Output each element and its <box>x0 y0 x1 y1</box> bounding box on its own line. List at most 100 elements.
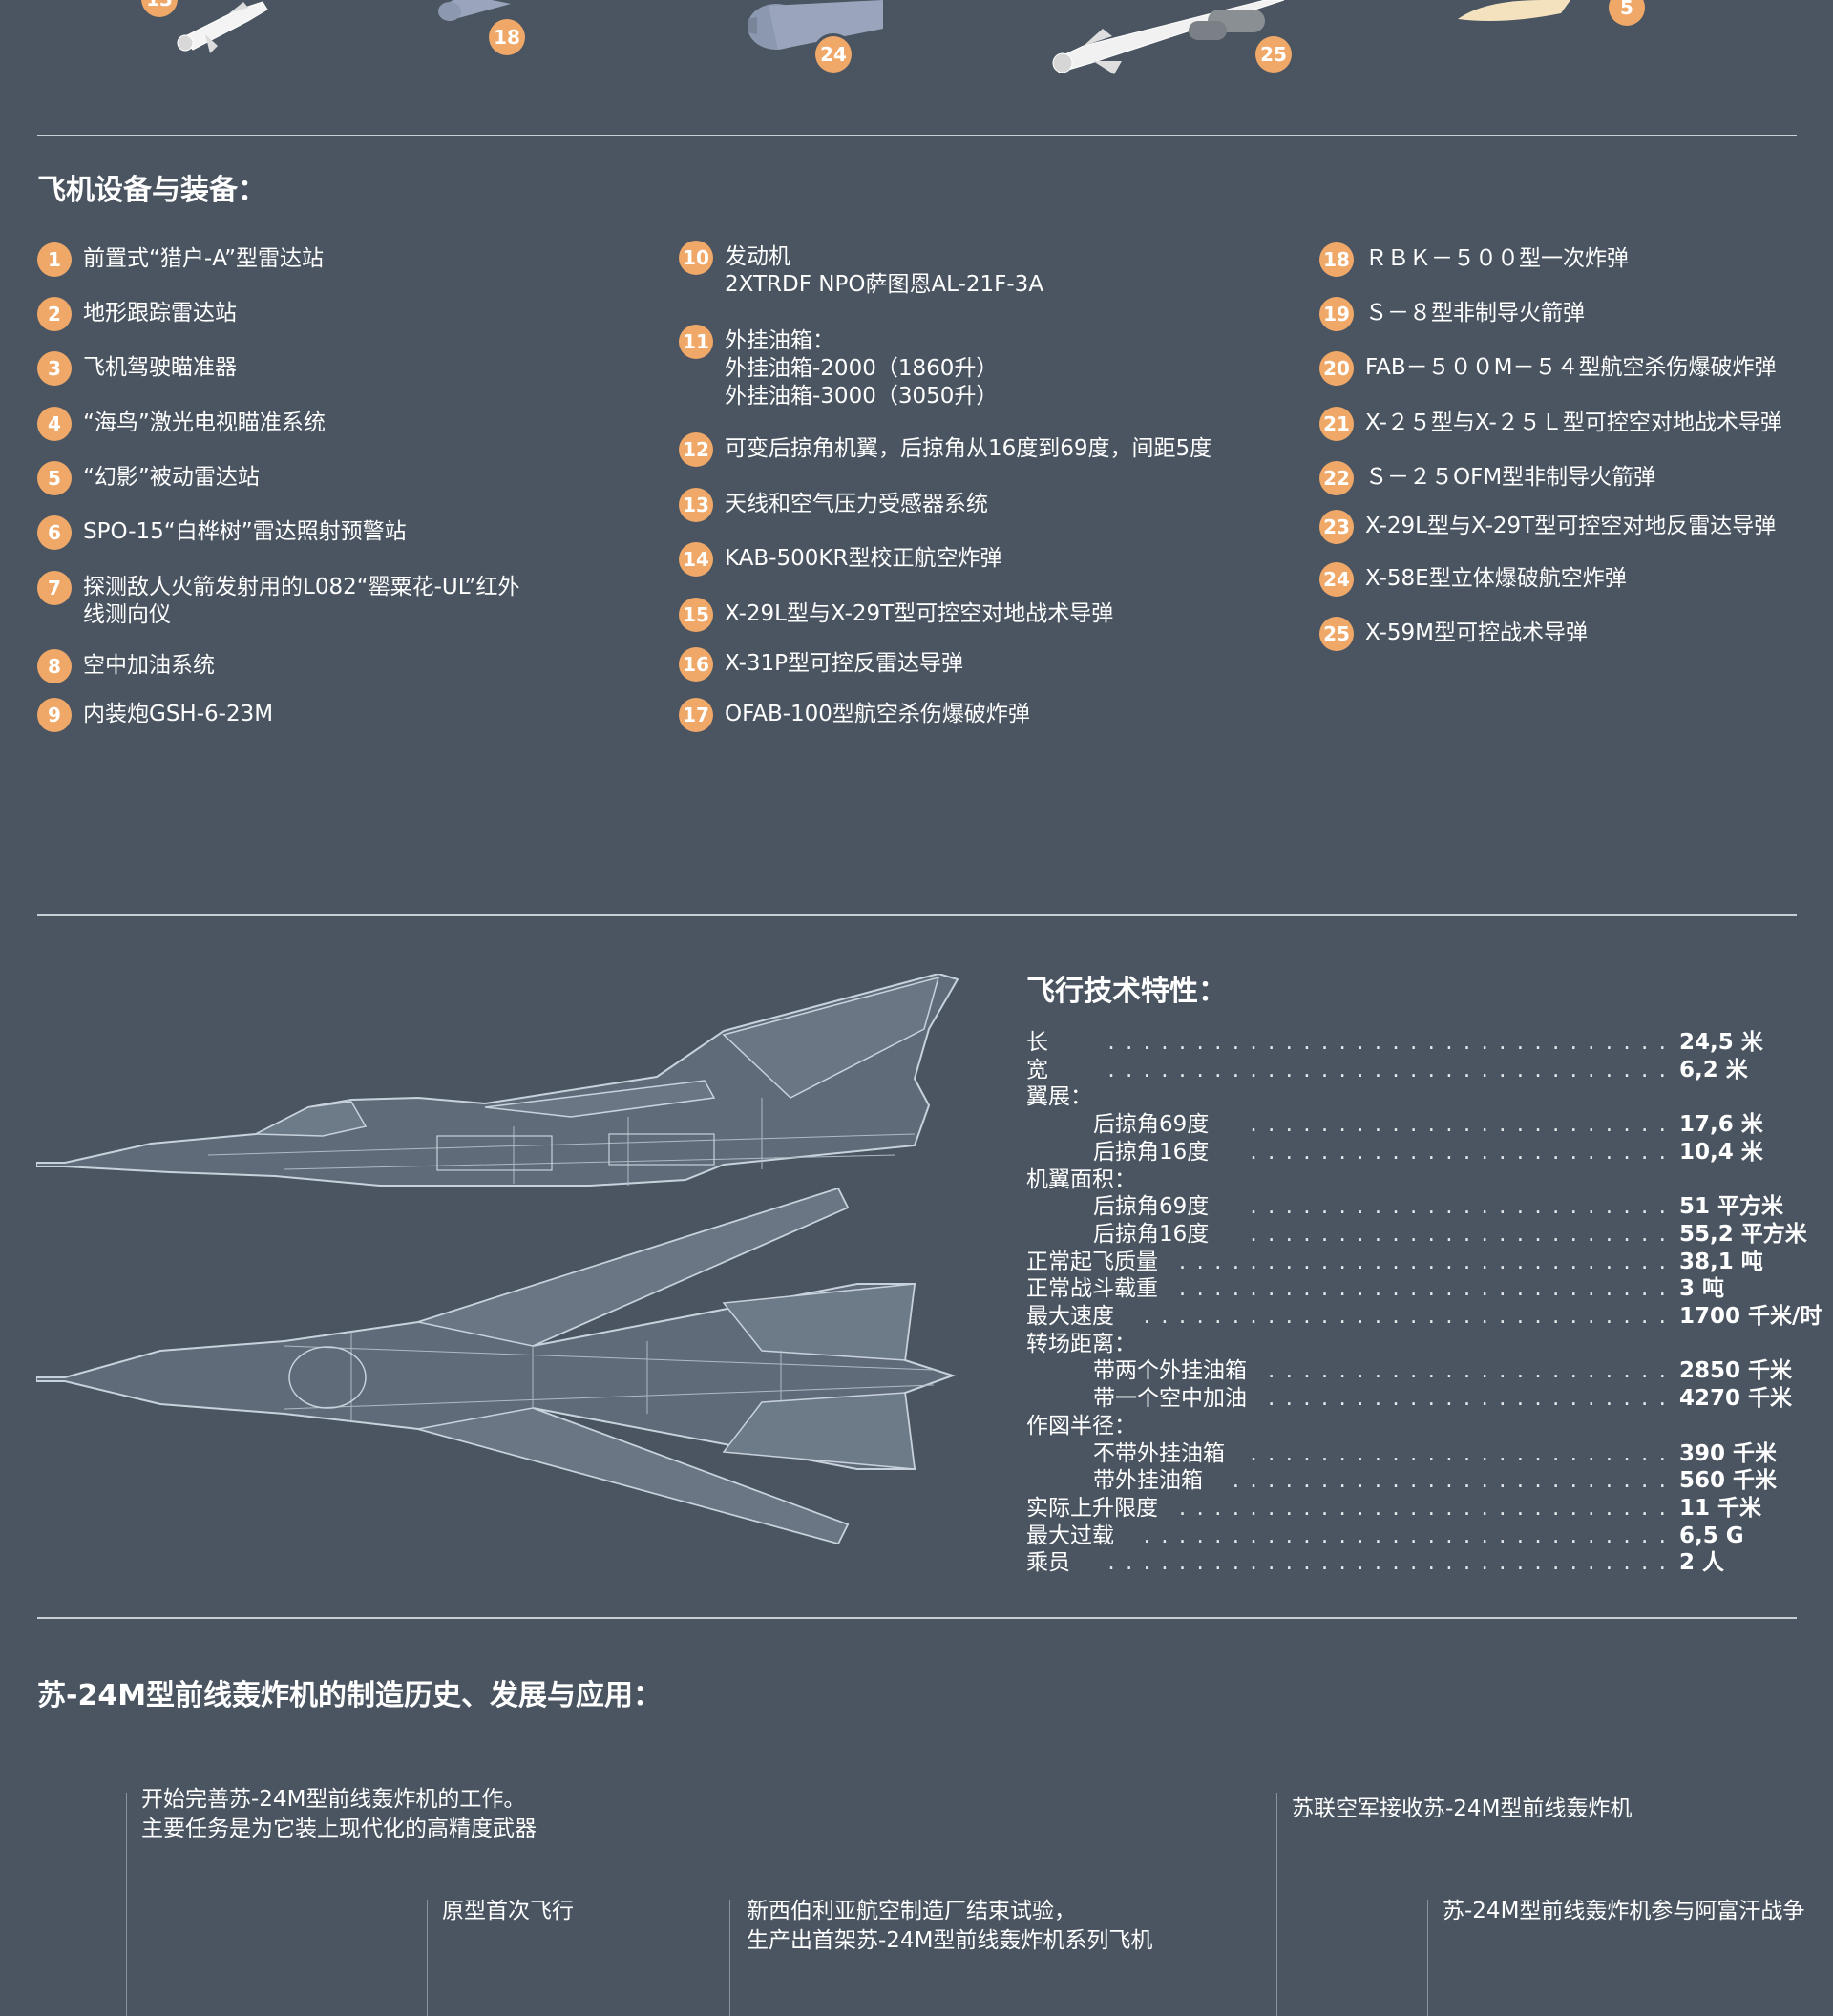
spec-label: 宽 <box>1026 1058 1048 1082</box>
equipment-item-line: 探测敌人火箭发射用的L082“罂粟花-UL”红外 <box>83 575 520 599</box>
equipment-number-badge: 8 <box>37 649 72 683</box>
equipment-item-text: 可变后掠角机翼，后掠角从16度到69度，间距5度 <box>725 432 1211 463</box>
guided-missile-icon <box>177 1 268 53</box>
weapon-badge-5: 5 <box>1609 0 1645 26</box>
equipment-number-badge: 12 <box>679 432 713 467</box>
equipment-number-badge: 16 <box>679 647 713 682</box>
equipment-item-text: 外挂油箱：外挂油箱-2000（1860升）外挂油箱-3000（3050升） <box>725 325 998 410</box>
spec-row: 转场距离： <box>1026 1331 1809 1357</box>
spec-leader-dots: . . . . . . . . . . . . . . . . . . . . … <box>1179 1276 1668 1301</box>
equipment-item-line: ＲＢＫ－５００型一次炸弹 <box>1365 246 1629 271</box>
timeline-event-4: 苏联空军接收苏-24M型前线轰炸机 <box>1292 1796 1633 1821</box>
history-title: 苏-24M型前线轰炸机的制造历史、发展与应用： <box>37 1679 663 1712</box>
equipment-item-text: X-58E型立体爆破航空炸弹 <box>1365 562 1627 593</box>
equipment-item-line: 线测向仪 <box>83 602 171 627</box>
equipment-number-badge: 1 <box>37 242 72 277</box>
spec-label: 后掠角16度 <box>1093 1140 1210 1165</box>
equipment-item-text: X-29L型与X-29T型可控空对地战术导弹 <box>725 598 1113 628</box>
equipment-item-line: “幻影”被动雷达站 <box>83 465 260 490</box>
spec-label: 实际上升限度 <box>1026 1496 1158 1521</box>
timeline-line-1 <box>126 1793 127 2016</box>
spec-row: 不带外挂油箱. . . . . . . . . . . . . . . . . … <box>1026 1440 1809 1467</box>
spec-label: 带外挂油箱 <box>1093 1468 1203 1493</box>
timeline-line-5 <box>1427 1900 1428 2016</box>
spec-label: 后掠角16度 <box>1093 1222 1210 1247</box>
equipment-item-9: 9 内装炮GSH-6-23M <box>37 698 273 732</box>
spec-label: 长 <box>1026 1030 1048 1055</box>
spec-row: 正常起飞质量. . . . . . . . . . . . . . . . . … <box>1026 1249 1809 1275</box>
equipment-item-line: 可变后掠角机翼，后掠角从16度到69度，间距5度 <box>725 436 1212 461</box>
spec-label: 不带外挂油箱 <box>1093 1441 1225 1466</box>
timeline-line-4 <box>1276 1793 1277 2016</box>
equipment-item-text: Ｓ－２５OFM型非制导火箭弹 <box>1365 461 1655 492</box>
spec-row: 乘员. . . . . . . . . . . . . . . . . . . … <box>1026 1549 1809 1576</box>
spec-value: 1700 千米/时 <box>1679 1304 1822 1329</box>
equipment-item-line: “海鸟”激光电视瞄准系统 <box>83 410 326 435</box>
equipment-item-line: Ｓ－２５OFM型非制导火箭弹 <box>1365 465 1656 490</box>
equipment-number-badge: 20 <box>1319 351 1354 386</box>
spec-row: 带两个外挂油箱. . . . . . . . . . . . . . . . .… <box>1026 1357 1809 1384</box>
equipment-item-4: 4“海鸟”激光电视瞄准系统 <box>37 407 326 441</box>
equipment-number-badge: 2 <box>37 297 72 331</box>
spec-row: 长. . . . . . . . . . . . . . . . . . . .… <box>1026 1029 1809 1056</box>
divider-1 <box>37 135 1797 136</box>
spec-value: 10,4 米 <box>1679 1140 1763 1165</box>
equipment-number-badge: 7 <box>37 571 72 605</box>
spec-leader-dots: . . . . . . . . . . . . . . . . . . . . … <box>1223 1468 1668 1493</box>
aircraft-top-view <box>36 1188 957 1544</box>
equipment-item-text: X-29L型与X-29T型可控空对地反雷达导弹 <box>1365 510 1776 540</box>
equipment-item-line: X-29L型与X-29T型可控空对地战术导弹 <box>725 601 1114 626</box>
weapon-badge-18: 18 <box>489 19 525 55</box>
spec-row: 后掠角16度. . . . . . . . . . . . . . . . . … <box>1026 1139 1809 1166</box>
weapon-badge-24: 24 <box>815 36 852 73</box>
spec-label: 机翼面积： <box>1026 1167 1136 1192</box>
equipment-item-line: 2XTRDF NPO萨图恩AL-21F-3A <box>725 272 1044 297</box>
equipment-item-text: SPO-15“白桦树”雷达照射预警站 <box>83 515 407 546</box>
equipment-item-line: 飞机驾驶瞄准器 <box>83 355 237 380</box>
equipment-item-text: 天线和空气压力受感器系统 <box>725 488 988 518</box>
equipment-number-badge: 9 <box>37 698 72 732</box>
equipment-item-text: 内装炮GSH-6-23M <box>83 698 273 728</box>
equipment-item-line: X-58E型立体爆破航空炸弹 <box>1365 566 1627 591</box>
cluster-bomb-icon <box>438 0 511 21</box>
equipment-item-text: X-２５型与X-２５Ｌ型可控空对地战术导弹 <box>1365 407 1782 437</box>
spec-row: 后掠角16度. . . . . . . . . . . . . . . . . … <box>1026 1221 1809 1248</box>
equipment-item-text: 探测敌人火箭发射用的L082“罂粟花-UL”红外线测向仪 <box>83 571 519 629</box>
spec-leader-dots: . . . . . . . . . . . . . . . . . . . . … <box>1103 1058 1668 1082</box>
equipment-item-line: 外挂油箱-2000（1860升） <box>725 356 999 381</box>
spec-label: 乘员 <box>1026 1550 1070 1575</box>
equipment-item-line: Ｓ－８型非制导火箭弹 <box>1365 301 1585 326</box>
spec-value: 560 千米 <box>1679 1468 1778 1493</box>
weapon-badge-25: 25 <box>1255 36 1292 73</box>
spec-value: 38,1 吨 <box>1679 1250 1763 1274</box>
spec-value: 6,2 米 <box>1679 1058 1748 1082</box>
spec-value: 6,5 G <box>1679 1523 1744 1548</box>
equipment-item-text: “海鸟”激光电视瞄准系统 <box>83 407 326 437</box>
spec-leader-dots: . . . . . . . . . . . . . . . . . . . . … <box>1269 1386 1668 1411</box>
spec-leader-dots: . . . . . . . . . . . . . . . . . . . . … <box>1133 1304 1668 1329</box>
spec-row: 实际上升限度. . . . . . . . . . . . . . . . . … <box>1026 1495 1809 1522</box>
spec-row: 后掠角69度. . . . . . . . . . . . . . . . . … <box>1026 1111 1809 1138</box>
equipment-item-text: Ｓ－８型非制导火箭弹 <box>1365 297 1585 327</box>
equipment-item-line: 外挂油箱-3000（3050升） <box>725 384 999 409</box>
divider-3 <box>37 1617 1797 1619</box>
spec-value: 24,5 米 <box>1679 1030 1763 1055</box>
equipment-number-badge: 21 <box>1319 407 1354 441</box>
spec-label: 作図半径： <box>1026 1414 1136 1438</box>
spec-row: 最大速度 . . . . . . . . . . . . . . . . . . … <box>1026 1303 1822 1330</box>
spec-label: 最大速度 <box>1026 1304 1114 1329</box>
spec-row: 带一个空中加油. . . . . . . . . . . . . . . . .… <box>1026 1385 1809 1412</box>
equipment-item-line: 天线和空气压力受感器系统 <box>725 492 988 516</box>
spec-leader-dots: . . . . . . . . . . . . . . . . . . . . … <box>1179 1250 1668 1274</box>
